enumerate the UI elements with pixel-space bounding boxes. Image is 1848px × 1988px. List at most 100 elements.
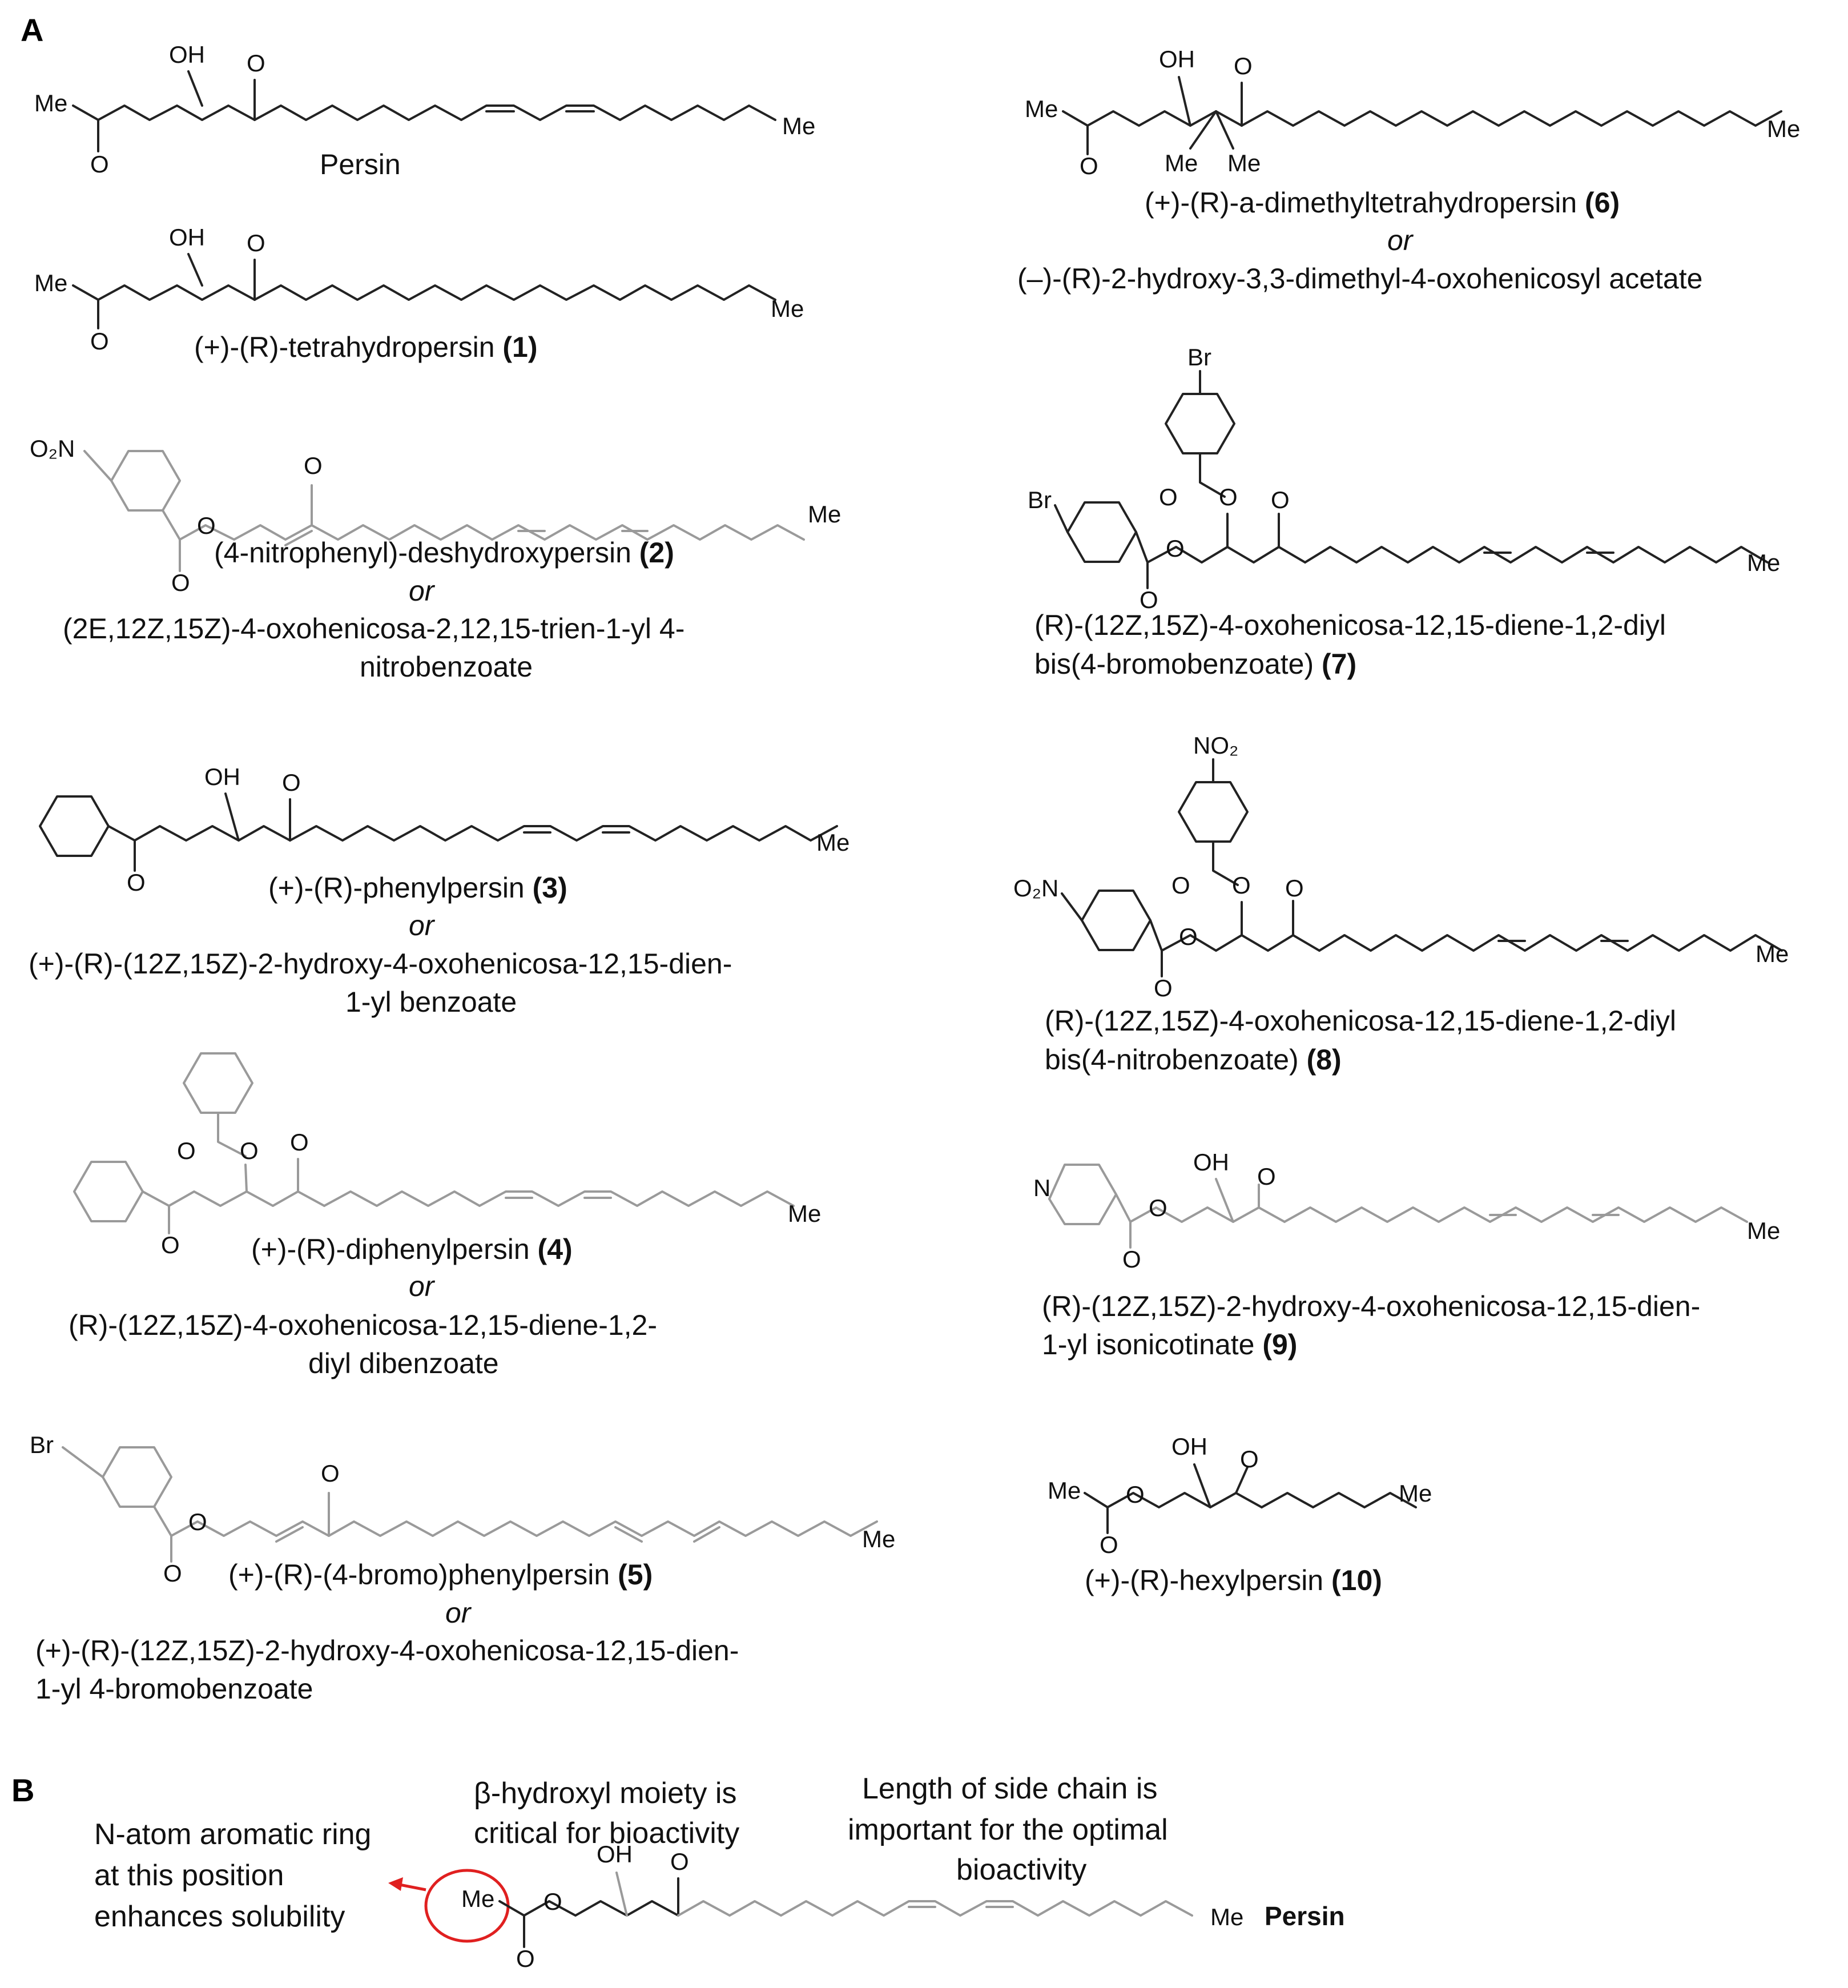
sar-note-left: N-atom aromatic ring at this position en… xyxy=(94,1818,371,1933)
atom-me: Me xyxy=(862,1526,895,1552)
compound-name-line-1: (R)-(12Z,15Z)-4-oxohenicosa-12,15-diene-… xyxy=(1045,1005,1676,1037)
side-chain xyxy=(1318,934,1783,952)
atom-o: O xyxy=(247,230,265,256)
atom-o: O xyxy=(127,869,146,896)
backbone-bonds xyxy=(72,104,256,121)
atom-o: O xyxy=(1257,1163,1276,1190)
bond xyxy=(1212,840,1239,886)
atom-oh: OH xyxy=(1171,1433,1207,1460)
iupac-name-line-1: (+)-(R)-(12Z,15Z)-2-hydroxy-4-oxohenicos… xyxy=(35,1635,739,1667)
atom-me: Me xyxy=(461,1885,494,1912)
compound-name-line-2: 1-yl isonicotinate (9) xyxy=(1042,1329,1297,1361)
atom-me: Me xyxy=(771,295,804,322)
side-chain xyxy=(1304,546,1769,564)
structure-compound-10: Me O O OH O Me (+)-(R)-hexylpersin (10) xyxy=(1048,1433,1432,1596)
atom-o: O xyxy=(247,50,265,77)
atom-me: Me xyxy=(1767,115,1800,142)
or-separator: or xyxy=(445,1597,472,1629)
panel-label-a: A xyxy=(21,12,43,48)
compound-name-line-1: (R)-(12Z,15Z)-2-hydroxy-4-oxohenicosa-12… xyxy=(1042,1290,1700,1322)
panel-label-b: B xyxy=(11,1772,34,1808)
atom-o2n: O₂N xyxy=(30,435,75,462)
atom-me: Me xyxy=(1025,95,1058,122)
atom-me: Me xyxy=(788,1200,821,1227)
compound-name: (+)-(R)-tetrahydropersin (1) xyxy=(194,331,538,363)
structure-compound-4: O O O O Me (+)-(R)-diphenylpersin (4) or… xyxy=(69,1052,821,1379)
atom-o: O xyxy=(1271,486,1290,513)
structure-compound-7: Br O O Br O O O Me (R)-(12Z,15Z)-4-oxohe… xyxy=(1028,344,1780,680)
atom-o: O xyxy=(516,1945,535,1972)
atom-no2: NO₂ xyxy=(1193,732,1238,759)
structure-persin-sar: Me O O OH O Me Persin xyxy=(388,1841,1345,1972)
side-chain xyxy=(677,1900,1193,1917)
atom-me: Me xyxy=(1399,1480,1432,1507)
compound-name-line-2: bis(4-bromobenzoate) (7) xyxy=(1034,648,1356,680)
sar-note-right: Length of side chain is important for th… xyxy=(848,1772,1168,1886)
benzene-ring xyxy=(110,450,181,512)
atom-o: O xyxy=(1166,535,1185,562)
side-chain xyxy=(1261,1492,1417,1508)
backbone-bonds xyxy=(1115,1193,1286,1223)
double-bond xyxy=(275,1526,304,1543)
methyl-bond xyxy=(1189,110,1217,150)
side-chain xyxy=(1283,1206,1748,1223)
note-line: N-atom aromatic ring xyxy=(94,1818,371,1851)
compound-name: (+)-(R)-a-dimethyltetrahydropersin (6) xyxy=(1145,187,1620,219)
or-separator: or xyxy=(409,910,436,941)
atom-o: O xyxy=(90,328,109,355)
atom-o: O xyxy=(240,1137,259,1164)
iupac-name-line-1: (2E,12Z,15Z)-4-oxohenicosa-2,12,15-trien… xyxy=(63,613,685,645)
compound-name-line-2: bis(4-nitrobenzoate) (8) xyxy=(1045,1044,1342,1076)
side-chain xyxy=(289,825,838,842)
atom-br: Br xyxy=(1187,344,1211,371)
side-chain xyxy=(323,1190,795,1207)
atom-me: Me xyxy=(34,90,67,116)
atom-o: O xyxy=(1080,152,1098,179)
side-chain xyxy=(253,284,776,301)
atom-o: O xyxy=(304,452,323,479)
structure-compound-3: O OH O Me (+)-(R)-phenylpersin (3) or (+… xyxy=(29,763,849,1018)
atom-br: Br xyxy=(30,1431,54,1458)
benzene-ring xyxy=(73,1161,144,1222)
structure-label: Persin xyxy=(1265,1901,1345,1931)
backbone-bonds xyxy=(107,825,291,842)
ketone-bond xyxy=(1235,1466,1249,1494)
chain xyxy=(162,509,805,541)
atom-o: O xyxy=(321,1460,340,1487)
iupac-name-line-2: nitrobenzoate xyxy=(360,651,533,683)
note-line: critical for bioactivity xyxy=(474,1817,739,1850)
hydroxyl-bond xyxy=(1215,1178,1234,1223)
atom-o: O xyxy=(163,1560,182,1587)
iupac-name-line-2: 1-yl 4-bromobenzoate xyxy=(35,1673,313,1705)
atom-o: O xyxy=(1234,53,1253,79)
atom-o: O xyxy=(1100,1531,1118,1558)
benzene-ring xyxy=(183,1052,253,1114)
hydroxyl-bond xyxy=(224,792,240,842)
benzene-ring xyxy=(1178,781,1249,843)
arrow-head xyxy=(388,1877,403,1891)
atom-oh: OH xyxy=(169,41,205,68)
atom-o: O xyxy=(1179,923,1198,950)
bond xyxy=(217,1112,247,1157)
atom-oh: OH xyxy=(597,1841,633,1868)
structure-compound-1: Me O OH O Me (+)-(R)-tetrahydropersin (1… xyxy=(34,224,804,363)
chain xyxy=(153,1506,878,1537)
benzene-ring xyxy=(1165,393,1235,454)
structure-compound-9: N O O OH O Me (R)-(12Z,15Z)-2-hydroxy-4-… xyxy=(1033,1149,1780,1361)
iupac-name-line-2: diyl dibenzoate xyxy=(308,1347,499,1379)
bond xyxy=(1199,452,1226,498)
iupac-name: (–)-(R)-2-hydroxy-3,3-dimethyl-4-oxoheni… xyxy=(1017,263,1702,295)
backbone-bonds xyxy=(1135,531,1306,564)
atom-o: O xyxy=(1154,975,1173,1001)
atom-o: O xyxy=(1159,484,1178,510)
note-line: important for the optimal xyxy=(848,1813,1168,1846)
atom-n: N xyxy=(1033,1174,1050,1201)
backbone-bonds xyxy=(72,284,256,301)
note-line: Length of side chain is xyxy=(862,1772,1157,1805)
atom-o: O xyxy=(282,769,301,796)
iupac-name-line-1: (+)-(R)-(12Z,15Z)-2-hydroxy-4-oxohenicos… xyxy=(29,948,732,980)
backbone-bonds xyxy=(1084,1492,1263,1508)
structure-compound-8: NO₂ O O O₂N O O O Me (R)-(12Z,15Z)-4-oxo… xyxy=(1013,732,1789,1076)
sar-note-middle: β-hydroxyl moiety is critical for bioact… xyxy=(474,1777,739,1850)
